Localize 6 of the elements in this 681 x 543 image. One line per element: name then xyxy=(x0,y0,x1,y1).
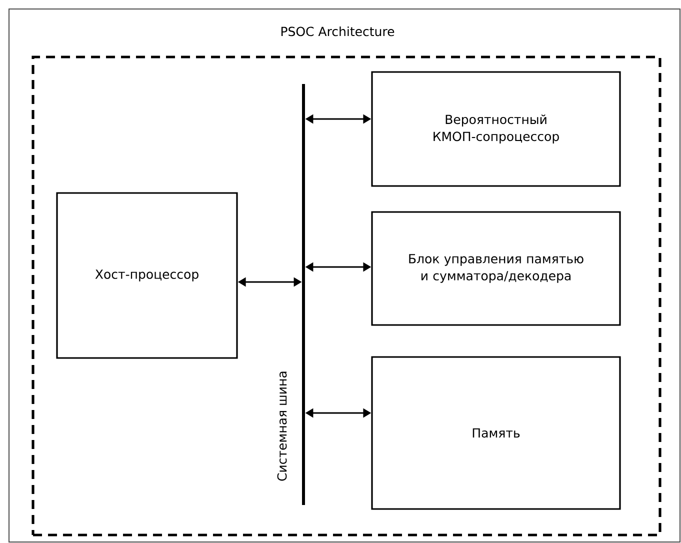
process-box: Память xyxy=(371,356,621,510)
process-box: Хост-процессор xyxy=(56,192,238,359)
bus-label: Системная шина xyxy=(277,372,287,481)
process-box: Блок управления памятью и сумматора/декодера xyxy=(371,211,621,326)
title: PSOC Architecture xyxy=(281,26,394,36)
process-box: Вероятностный КМОП-сопроцессор xyxy=(371,71,621,187)
